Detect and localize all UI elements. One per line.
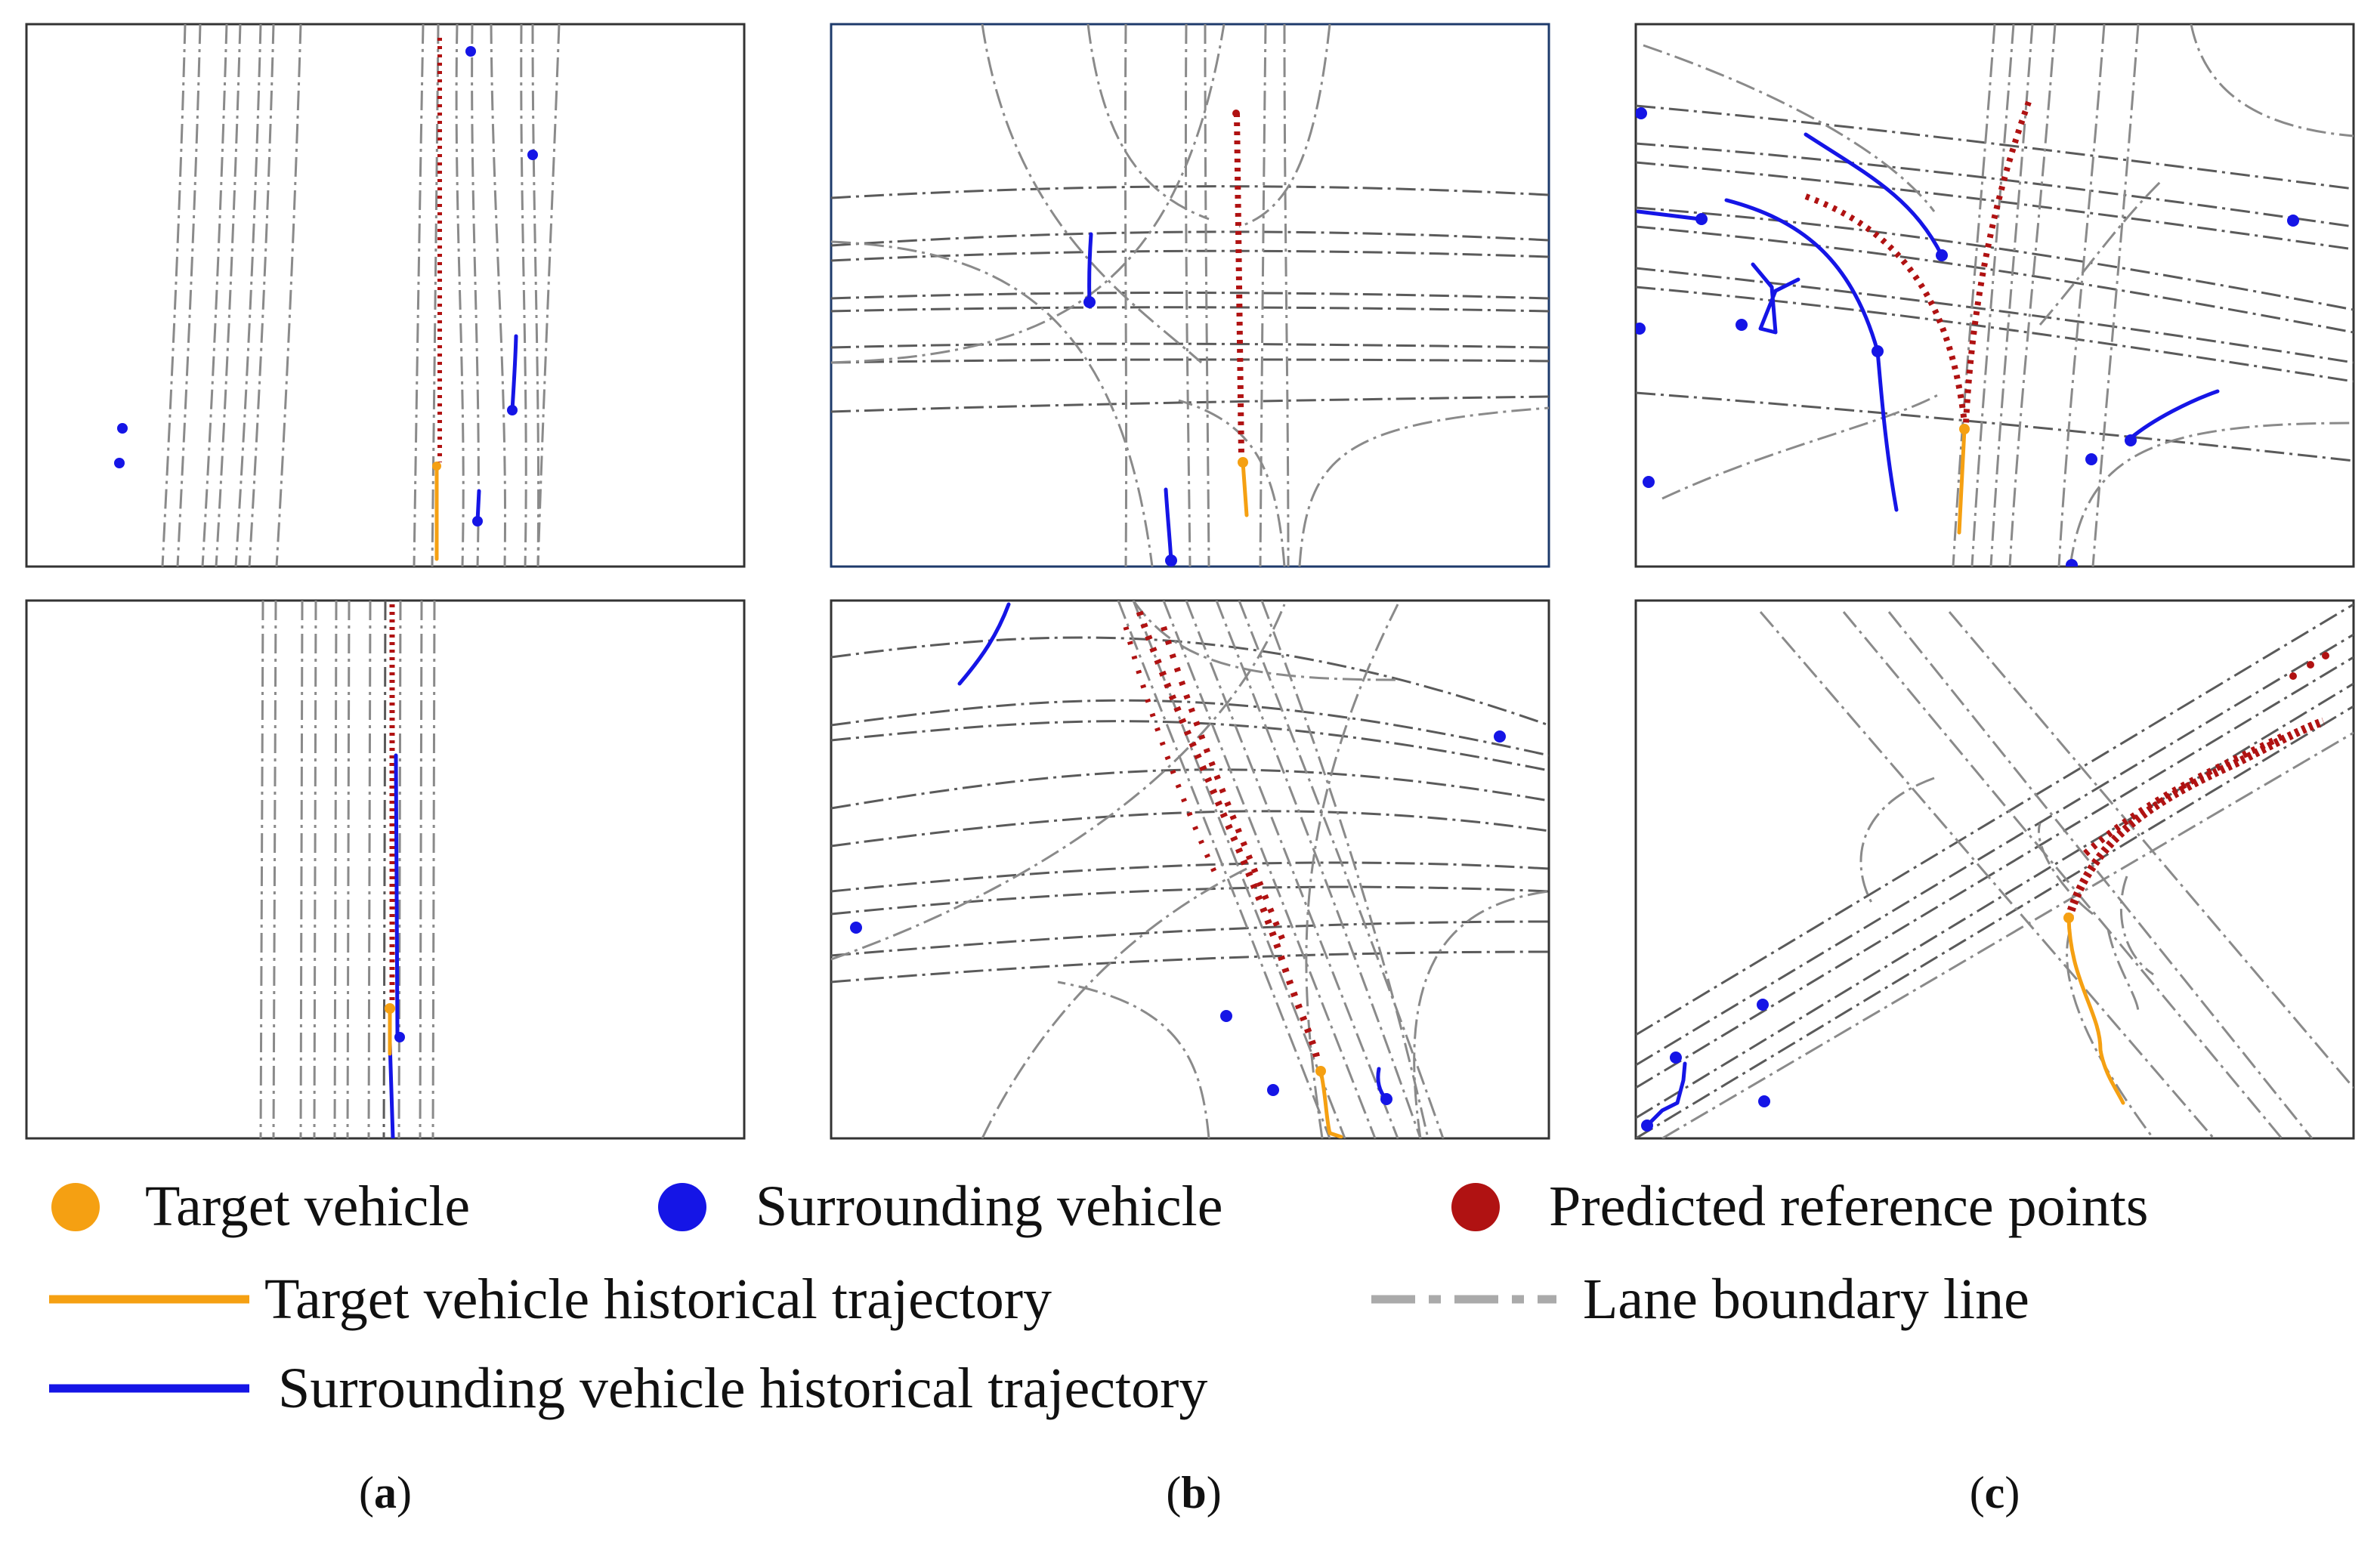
surrounding-vehicle <box>1670 1052 1682 1064</box>
legend-item-surrounding-history: Surrounding vehicle historical trajector… <box>49 1357 1207 1420</box>
surrounding-vehicle <box>1872 345 1884 357</box>
legend-item-lane-boundary: Lane boundary line <box>1371 1268 2029 1331</box>
legend-label: Surrounding vehicle <box>756 1175 1222 1238</box>
legend-label: Target vehicle historical trajectory <box>264 1268 1052 1331</box>
lane-boundaries <box>161 24 561 567</box>
predicted-reference-points <box>1234 113 1244 458</box>
surrounding-vehicle <box>1936 249 1948 261</box>
surrounding-vehicle <box>1636 323 1646 335</box>
target-vehicle <box>1315 1066 1326 1076</box>
surrounding-vehicle <box>1267 1084 1279 1096</box>
surrounding-vehicle <box>114 458 125 468</box>
target-history <box>1318 1069 1343 1138</box>
lane-boundaries <box>1636 24 2354 567</box>
legend: Target vehicle Surrounding vehicle Predi… <box>49 1175 2148 1420</box>
legend-item-predicted-points: Predicted reference points <box>1451 1175 2148 1238</box>
lane-boundaries <box>831 24 1549 567</box>
predicted-reference-points <box>1804 193 1967 424</box>
predicted-reference-points <box>2064 717 2325 919</box>
surrounding-vehicle <box>527 150 538 160</box>
target-history <box>2066 916 2125 1105</box>
target-vehicle <box>1959 424 1970 434</box>
legend-label: Lane boundary line <box>1583 1268 2029 1331</box>
surrounding-history <box>2128 389 2220 440</box>
legend-item-target-vehicle: Target vehicle <box>51 1175 470 1238</box>
surrounding-history <box>1646 1061 1687 1126</box>
surrounding-vehicle <box>1757 999 1769 1011</box>
surrounding-vehicle <box>1636 107 1647 119</box>
lane-boundaries <box>259 601 436 1138</box>
surrounding-history <box>510 334 518 412</box>
surrounding-vehicle <box>2125 434 2137 446</box>
target-vehicle <box>2063 913 2074 923</box>
surrounding-history <box>1087 232 1093 304</box>
target-vehicle <box>385 1003 395 1014</box>
surrounding-vehicle <box>1494 730 1506 743</box>
surrounding-history <box>388 1040 395 1138</box>
panel-b-top <box>830 23 1550 568</box>
legend-label: Target vehicle <box>145 1175 470 1238</box>
lane-boundaries <box>1636 603 2354 1138</box>
surrounding-vehicle-marker-icon <box>658 1183 706 1231</box>
surrounding-vehicle <box>1736 319 1748 331</box>
lane-boundaries <box>831 601 1549 1138</box>
surrounding-vehicle <box>1165 554 1177 567</box>
surrounding-history <box>1751 262 1800 335</box>
panel-c-bottom <box>1634 599 2355 1140</box>
surrounding-vehicle <box>507 405 518 415</box>
target-vehicle-marker-icon <box>51 1183 100 1231</box>
caption-c: (c) <box>1970 1468 2020 1518</box>
surrounding-vehicle <box>394 1032 405 1042</box>
surrounding-vehicle <box>2066 559 2078 567</box>
predicted-reference-points <box>1136 610 1322 1066</box>
legend-item-target-history: Target vehicle historical trajectory <box>49 1268 1052 1331</box>
surrounding-vehicle <box>2085 453 2097 465</box>
surrounding-vehicle <box>472 516 483 527</box>
panel-b-bottom <box>830 599 1550 1140</box>
surrounding-vehicle <box>465 46 476 57</box>
legend-label: Surrounding vehicle historical trajector… <box>278 1357 1207 1420</box>
captions: (a) (b) (c) <box>359 1468 2020 1518</box>
surrounding-vehicle <box>1380 1093 1392 1105</box>
surrounding-history <box>1636 209 1702 221</box>
panel-a-top <box>25 23 746 568</box>
surrounding-vehicle <box>1641 1119 1653 1132</box>
surrounding-vehicle <box>1220 1010 1232 1022</box>
predicted-reference-points <box>1161 625 1287 946</box>
legend-label: Predicted reference points <box>1549 1175 2148 1238</box>
surrounding-history <box>394 753 400 1037</box>
surrounding-vehicle <box>1695 213 1708 225</box>
target-vehicle <box>432 462 441 471</box>
surrounding-history <box>1804 132 1944 258</box>
caption-b: (b) <box>1166 1468 1221 1518</box>
panel-c-top <box>1634 23 2355 568</box>
target-vehicle <box>1238 457 1248 468</box>
legend-item-surrounding-vehicle: Surrounding vehicle <box>658 1175 1222 1238</box>
surrounding-history <box>1724 198 1899 512</box>
predicted-reference-points <box>1963 100 2032 424</box>
panel-a-bottom <box>25 599 746 1140</box>
surrounding-vehicle <box>117 423 128 434</box>
surrounding-vehicle <box>1758 1095 1770 1107</box>
surrounding-vehicle <box>2287 215 2299 227</box>
surrounding-vehicle <box>1643 476 1655 488</box>
caption-a: (a) <box>359 1468 412 1518</box>
predicted-point-marker-icon <box>1451 1183 1500 1231</box>
target-history <box>1957 427 1967 535</box>
surrounding-history <box>957 602 1011 686</box>
surrounding-history <box>1164 487 1173 563</box>
surrounding-vehicle <box>1083 296 1096 308</box>
target-history <box>1241 460 1249 517</box>
surrounding-vehicle <box>850 922 862 934</box>
